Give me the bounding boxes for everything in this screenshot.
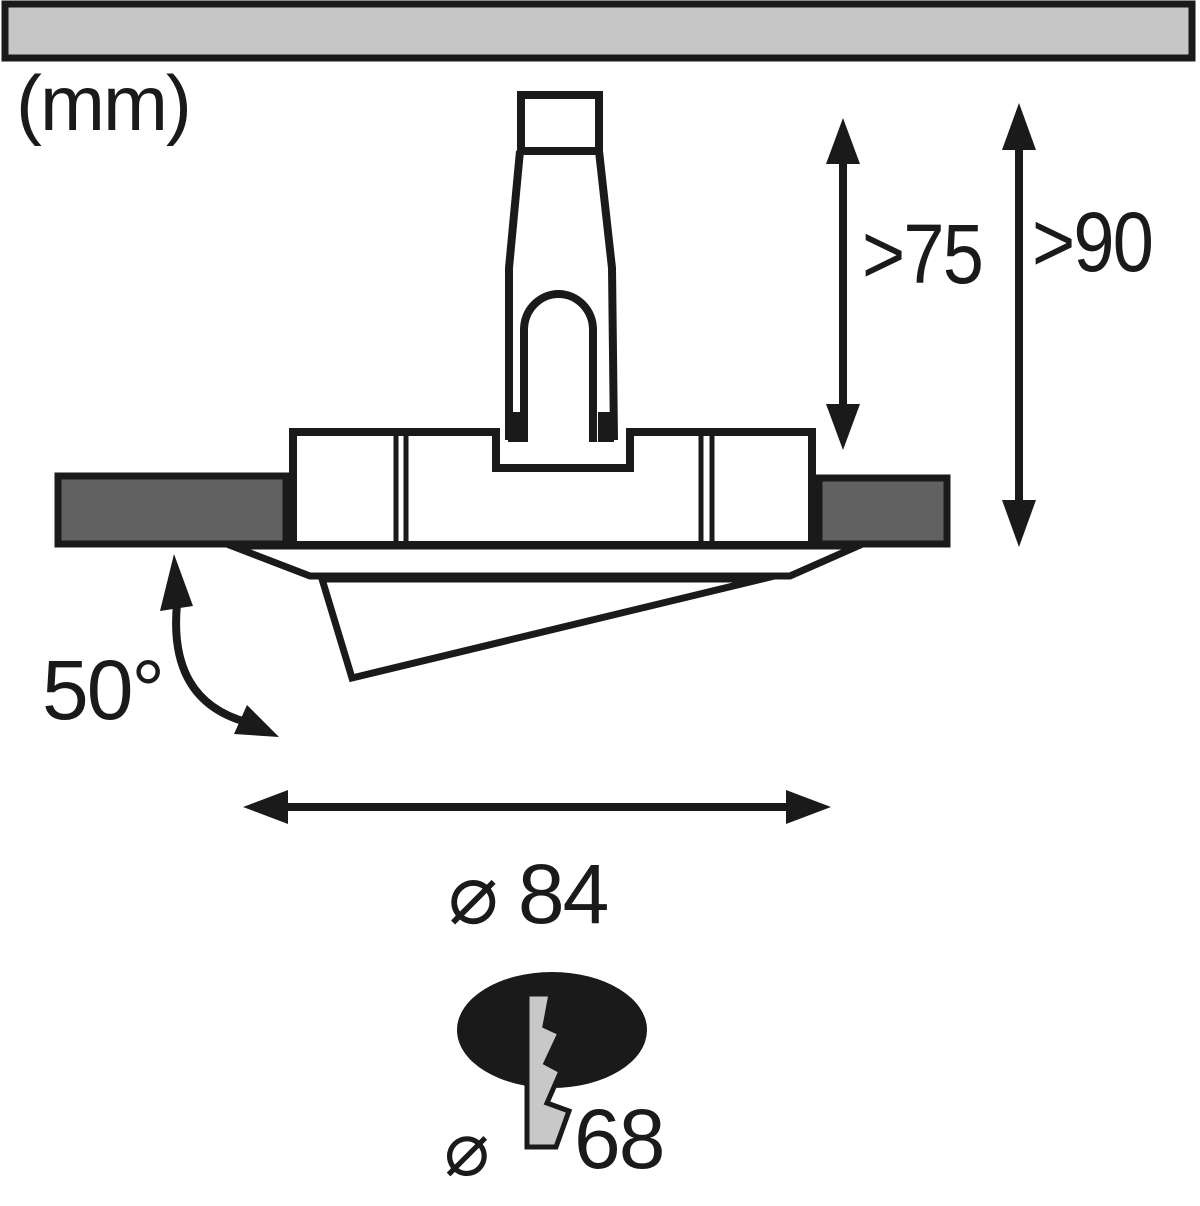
dim-trim-diameter <box>243 790 831 824</box>
mains-connector <box>505 91 618 442</box>
arrowhead-down <box>1002 500 1036 547</box>
tilt-face <box>317 575 792 683</box>
housing-body <box>289 428 816 549</box>
tilt-angle-label: 50° <box>42 643 165 737</box>
arrowhead-down-right <box>234 705 279 737</box>
dim-total-height <box>1002 103 1036 547</box>
unit-label: (mm) <box>16 59 192 147</box>
arrowhead-up <box>160 554 193 611</box>
tilt-angle-arrow <box>160 554 279 737</box>
mains-connector-cap <box>517 91 603 155</box>
ceiling-cross-section-left <box>54 472 290 548</box>
ceiling-panel <box>1 0 1196 62</box>
mains-connector-outline <box>505 150 618 441</box>
arrowhead-down <box>826 404 860 450</box>
arrowhead-up <box>826 118 860 164</box>
screw-channels <box>393 433 715 544</box>
connector-foot-left <box>508 412 524 442</box>
cutout-diameter-value: 68 <box>574 1092 665 1186</box>
ceiling-cross-section-right <box>815 474 951 548</box>
total-height-label: >90 <box>1032 195 1154 289</box>
angle-arc <box>172 603 248 726</box>
cutout-diameter-symbol: ⌀ <box>444 1107 490 1192</box>
recess-depth-label: >75 <box>862 207 984 301</box>
arrowhead-left <box>243 790 288 824</box>
cutout-symbol <box>457 972 647 1150</box>
trim-diameter-label: ⌀ 84 <box>448 847 609 941</box>
lightning-bolt-icon <box>524 991 573 1150</box>
arrowhead-right <box>786 790 831 824</box>
trim-ring <box>213 542 875 580</box>
cable-arch <box>520 290 597 442</box>
arrowhead-up <box>1002 103 1036 150</box>
dim-recess-depth <box>826 118 860 450</box>
connector-foot-right <box>598 412 614 442</box>
